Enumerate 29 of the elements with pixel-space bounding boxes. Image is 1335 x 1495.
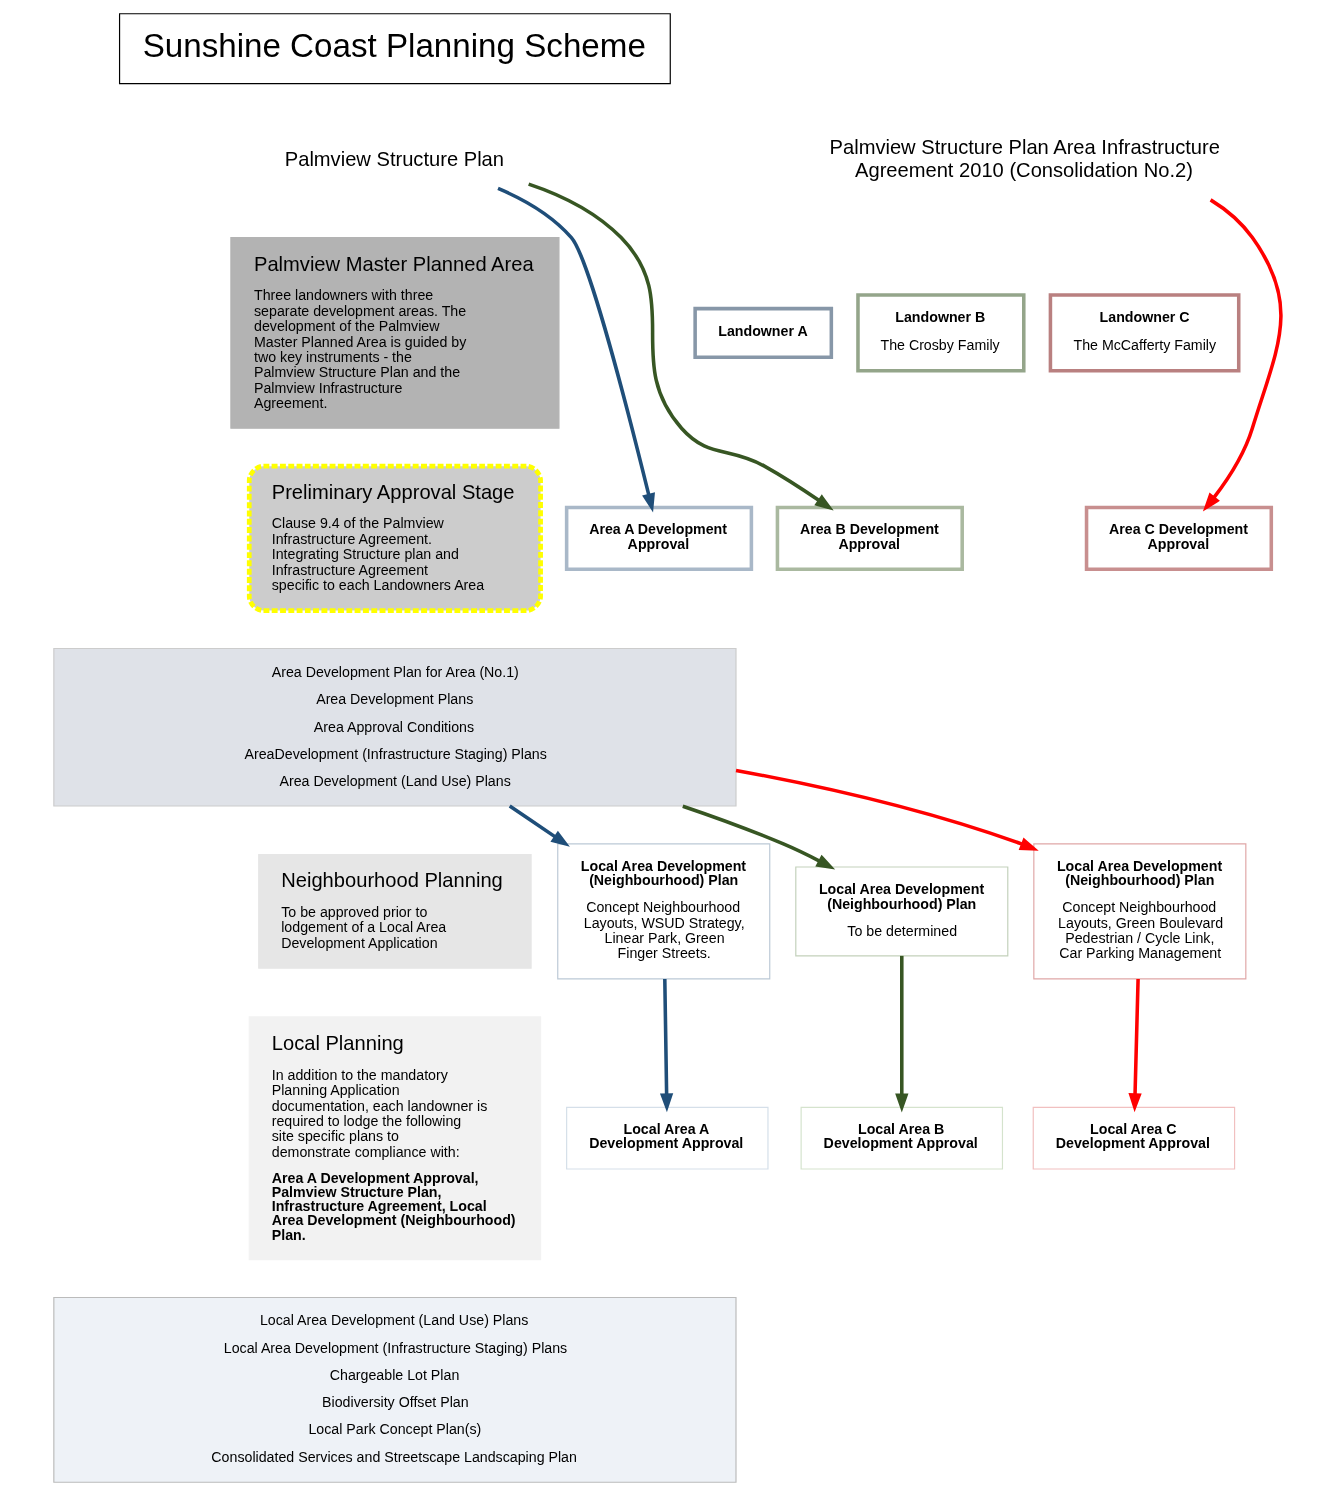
node-box: Area Development Plan for Area (No.1) Area Development Plans Area Approval Conditions AreaDevelopment (Infrastructure Staging) Plans Area Development (Land Use) Plans (53, 647, 737, 807)
arrow (528, 181, 834, 511)
node-box: Landowner B The Crosby Family (856, 292, 1026, 373)
node-box: Area A Development Approval (564, 505, 754, 571)
arrow (1128, 978, 1142, 1112)
node-box: Area C Development Approval (1084, 505, 1274, 571)
node-box: Local Area Development (Land Use) Plans Local Area Development (Infrastructure Staging) Plans Chargeable Lot Plan Biodiversity Offset Plan Local Park Concept Plan(s) Consolidated Services and Streetscape Landscaping Plan (53, 1296, 737, 1483)
node-box: Sunshine Coast Planning Scheme (118, 12, 671, 84)
node-box: Local Area B Development Approval (800, 1106, 1004, 1170)
arrow (659, 978, 674, 1112)
node-text: Palmview Structure Plan (284, 147, 505, 170)
node-box: Preliminary Approval Stage Clause 9.4 of the Palmview Infrastructure Agreement. Integrating Structure plan and Infrastructure Agreement specific to each Landowners Area (246, 463, 543, 613)
node-box: Palmview Master Planned Area Three landowners with three separate development areas. The development of the Palmview Master Planned Area is guided by two key instruments - the Palmview Structure Plan and the Palmview Infrastructure Agreement. (230, 236, 560, 429)
node-box: Local Area Development (Neighbourhood) Plan To be determined (795, 865, 1009, 956)
arrow (1202, 197, 1283, 512)
node-box: Local Area Development (Neighbourhood) Plan Concept Neighbourhood Layouts, Green Boulevard Pedestrian / Cycle Link, Car Parking Management (1033, 842, 1247, 980)
node-box: Local Area Development (Neighbourhood) Plan Concept Neighbourhood Layouts, WSUD Strategy, Linear Park, Green Finger Streets. (557, 842, 771, 980)
node-box: Area B Development Approval (775, 505, 964, 571)
arrow (735, 768, 1039, 851)
node-box: Neighbourhood Planning To be approved prior to lodgement of a Local Area Development Application (258, 853, 532, 969)
arrow (497, 186, 655, 512)
arrow (508, 804, 570, 847)
arrow (895, 955, 909, 1113)
node-text: Palmview Structure Plan Area Infrastructure Agreement 2010 (Consolidation No.2) (829, 135, 1220, 181)
node-box: Local Area A Development Approval (566, 1106, 769, 1170)
arrow (682, 804, 836, 869)
node-box: Landowner A (693, 306, 834, 359)
node-box: Local Area C Development Approval (1032, 1106, 1236, 1170)
node-box: Landowner C The McCafferty Family (1048, 292, 1241, 373)
